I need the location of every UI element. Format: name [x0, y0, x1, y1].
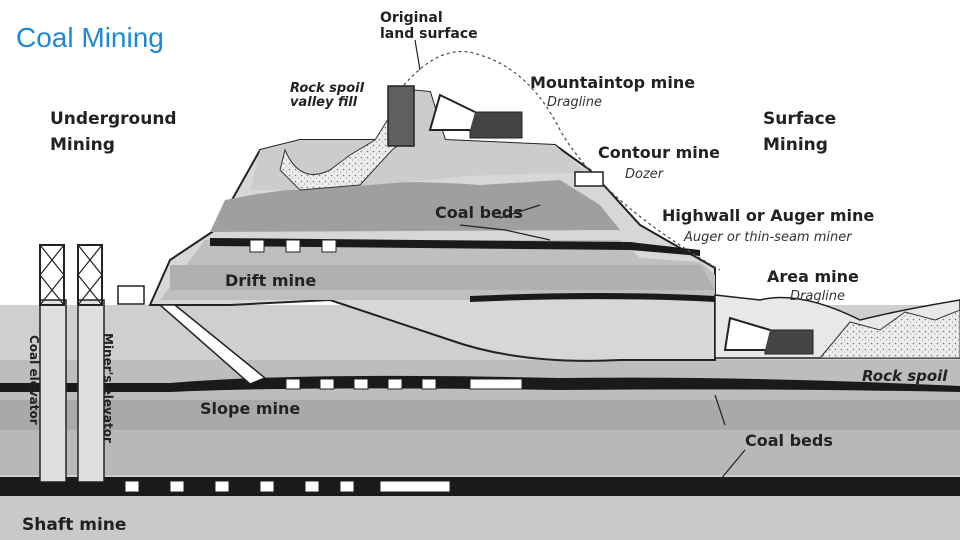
hill-layer — [210, 180, 620, 232]
rock-spoil-heap — [818, 309, 960, 359]
headframe-bracing — [77, 244, 103, 306]
pointer-line — [414, 39, 421, 71]
miner-vehicle — [469, 378, 523, 390]
tunnel-block — [339, 480, 355, 493]
mountaintop-mine-label: Mountaintop mine — [530, 73, 695, 92]
dragline-boom — [428, 93, 476, 131]
headframe-bracing — [39, 244, 65, 306]
contour-mine-label: Contour mine — [598, 143, 720, 162]
page-title: Coal Mining — [16, 22, 164, 53]
coal-bed — [470, 293, 715, 302]
label-line: Underground — [50, 109, 177, 129]
label-line: Rock spoil — [290, 81, 365, 96]
pointer-line — [719, 449, 746, 481]
highwall-equipment-label: Auger or thin-seam miner — [683, 230, 853, 245]
tunnel-block — [321, 239, 337, 253]
label-line: Mining — [50, 135, 115, 155]
headframe — [39, 244, 65, 306]
tunnel-block — [285, 378, 301, 390]
original-land-surface-line — [399, 51, 721, 271]
hill-layer — [250, 90, 585, 190]
coal-elevator-shaft — [39, 299, 67, 483]
label-line: Surface — [763, 109, 836, 129]
tunnel-block — [214, 480, 230, 493]
mountaintop-equipment-label: Dragline — [547, 95, 602, 110]
tunnel-block — [169, 480, 185, 493]
tunnel-block — [285, 239, 301, 253]
pointer-line — [499, 204, 541, 219]
label-line: Original — [380, 10, 443, 26]
label-line: land surface — [380, 26, 478, 42]
highwall-mine-label: Highwall or Auger mine — [662, 206, 874, 225]
ground-layer — [0, 430, 960, 475]
label-line: Mining — [763, 135, 828, 155]
tunnel-block — [249, 239, 265, 253]
area-mine-label: Area mine — [767, 267, 859, 286]
equipment — [117, 93, 814, 355]
miner-vehicle — [379, 480, 451, 493]
dragline-body — [469, 111, 523, 139]
rock-spoil-label: Rock spoil — [862, 367, 948, 385]
dragline-boom — [723, 316, 771, 351]
tunnel-block — [124, 480, 140, 493]
mountain — [148, 85, 716, 362]
pointer-line — [459, 224, 551, 241]
surface-building — [117, 285, 145, 305]
coal-beds-upper-label: Coal beds — [435, 203, 523, 222]
miners-elevator-shaft — [77, 299, 105, 483]
pointer-line — [714, 394, 726, 426]
contour-equipment-label: Dozer — [625, 167, 665, 182]
slope-mine-label: Slope mine — [200, 399, 300, 418]
valley-fill — [279, 90, 413, 191]
drift-mine-tunnel — [249, 239, 337, 253]
rock-column — [387, 85, 415, 147]
coal-elevator-label: Coal elevator — [27, 335, 41, 425]
tunnel-block — [387, 378, 403, 390]
drift-mine-label: Drift mine — [225, 271, 316, 290]
miners-elevator-label: Miner's elevator — [101, 333, 115, 443]
label-line: valley fill — [290, 95, 358, 110]
shaft-mine-label: Shaft mine — [22, 515, 126, 535]
slope-shaft — [158, 304, 267, 385]
tunnel-block — [353, 378, 369, 390]
headframe — [77, 244, 103, 306]
tunnel-block — [421, 378, 437, 390]
hill-layer — [170, 265, 715, 290]
ground-layer — [0, 496, 960, 540]
pointer-lines — [414, 39, 746, 481]
coal-beds-lower-label: Coal beds — [745, 431, 833, 450]
tunnel-block — [304, 480, 320, 493]
coal-bed — [0, 477, 960, 496]
slope-mine-tunnel — [158, 304, 523, 390]
ground-layer — [0, 400, 960, 430]
dozer — [574, 171, 604, 187]
tunnel-block — [259, 480, 275, 493]
shaft-mine — [39, 244, 451, 493]
area-equipment-label: Dragline — [790, 289, 845, 304]
tunnel-block — [319, 378, 335, 390]
dragline-body — [764, 329, 814, 355]
